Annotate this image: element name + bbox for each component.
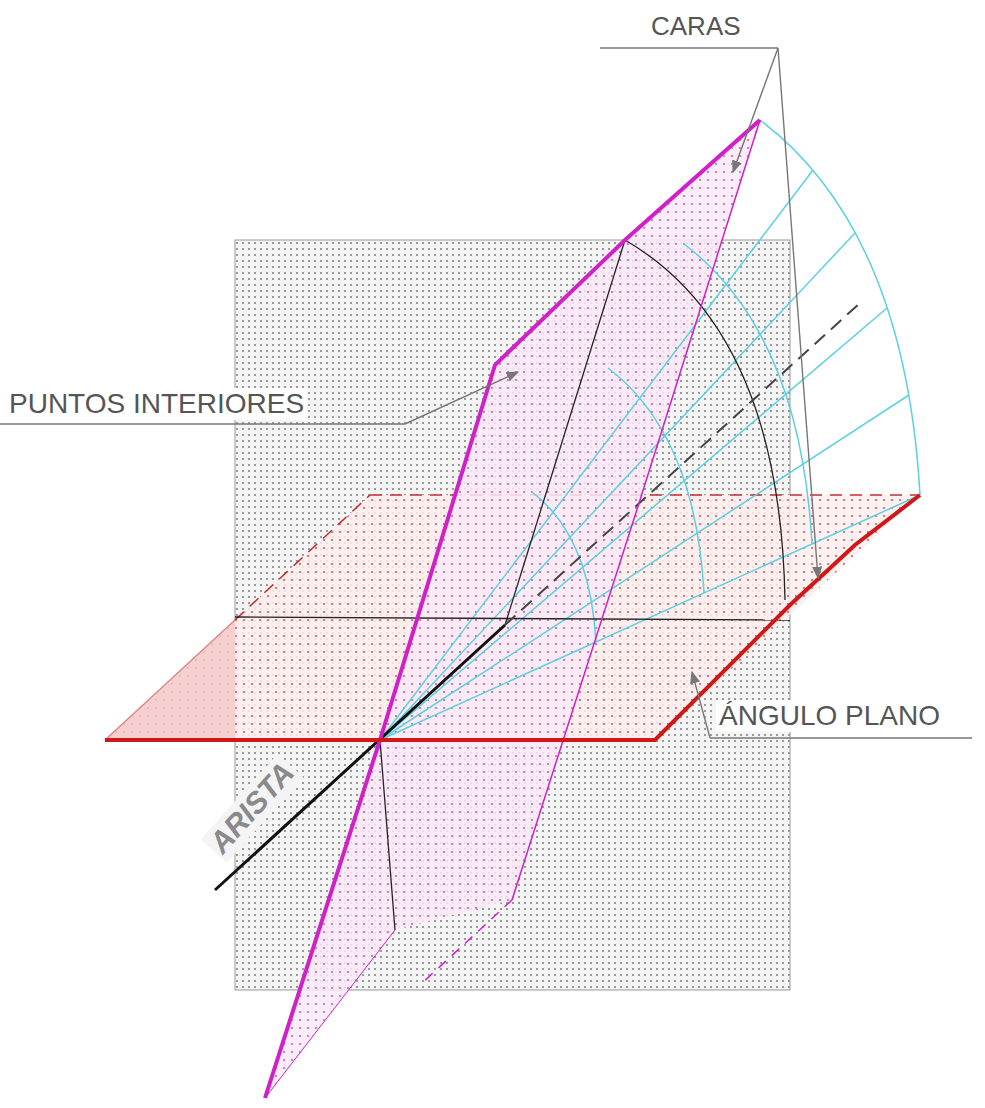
face-plane [265, 120, 760, 1098]
callout-label: CARAS [648, 12, 744, 42]
face-edge [265, 930, 395, 1098]
face-edge [265, 120, 760, 1098]
plane-edge [105, 620, 235, 740]
hidden-edge [370, 494, 920, 496]
callout-label: ARISTA [201, 754, 304, 863]
callout-label: ÁNGULO PLANO [716, 700, 943, 732]
face-edge [512, 120, 760, 900]
edge-line [215, 625, 505, 890]
horizontal-plane-front [105, 620, 235, 740]
edge-line-hidden [505, 303, 860, 625]
hidden-edge [235, 495, 370, 620]
plane-angle-lines [235, 240, 790, 930]
interior-grid [380, 120, 920, 740]
callout-label: PUNTOS INTERIORES [6, 388, 307, 420]
face-edge-hidden [420, 900, 512, 985]
leader-line [0, 48, 972, 738]
